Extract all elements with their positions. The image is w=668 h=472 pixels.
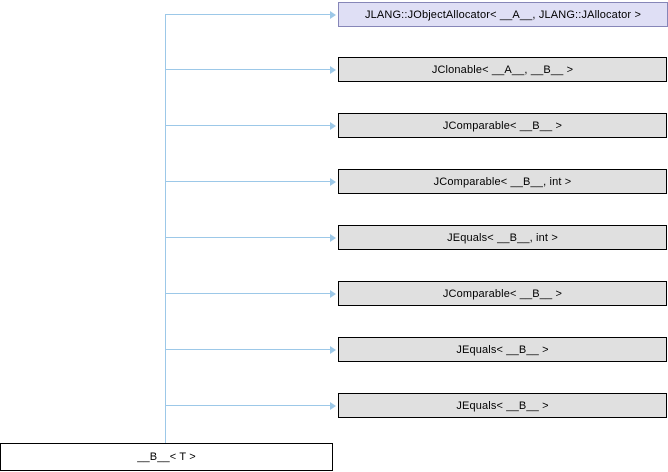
class-node[interactable]: JEquals< __B__ > bbox=[338, 393, 667, 418]
inheritance-edge bbox=[165, 69, 331, 70]
class-node[interactable]: JEquals< __B__ > bbox=[338, 337, 667, 362]
class-node[interactable]: JEquals< __B__, int > bbox=[338, 225, 667, 250]
inheritance-edge bbox=[165, 125, 331, 126]
inheritance-arrow-icon bbox=[330, 11, 336, 19]
inheritance-arrow-icon bbox=[330, 234, 336, 242]
class-node[interactable]: JComparable< __B__ > bbox=[338, 281, 667, 306]
class-node[interactable]: JComparable< __B__ > bbox=[338, 113, 667, 138]
inheritance-arrow-icon bbox=[330, 66, 336, 74]
inheritance-trunk-line bbox=[165, 14, 166, 443]
class-node[interactable]: JClonable< __A__, __B__ > bbox=[338, 57, 667, 82]
inheritance-edge bbox=[165, 237, 331, 238]
inheritance-arrow-icon bbox=[330, 290, 336, 298]
class-node[interactable]: JLANG::JObjectAllocator< __A__, JLANG::J… bbox=[338, 2, 668, 27]
inheritance-edge bbox=[165, 293, 331, 294]
derived-class-node[interactable]: __B__< T > bbox=[0, 443, 333, 471]
inheritance-edge bbox=[165, 349, 331, 350]
inheritance-edge bbox=[165, 405, 331, 406]
inheritance-edge bbox=[165, 181, 331, 182]
class-node[interactable]: JComparable< __B__, int > bbox=[338, 169, 667, 194]
inheritance-edge bbox=[165, 14, 331, 15]
inheritance-arrow-icon bbox=[330, 402, 336, 410]
inheritance-arrow-icon bbox=[330, 346, 336, 354]
inheritance-arrow-icon bbox=[330, 122, 336, 130]
inheritance-arrow-icon bbox=[330, 178, 336, 186]
